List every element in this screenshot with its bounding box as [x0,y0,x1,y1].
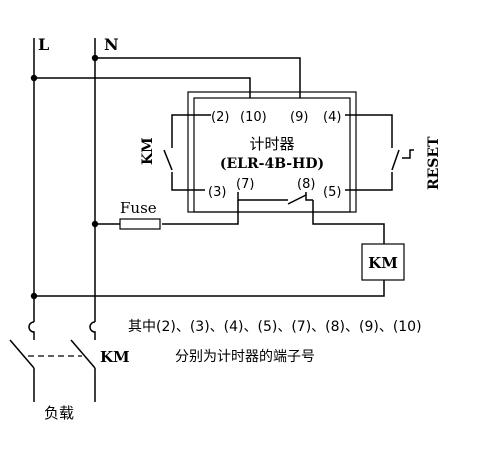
note-line-1: 其中(2)、(3)、(4)、(5)、(7)、(8)、(9)、(10) [128,319,422,335]
terminal-2: (2) [211,110,229,125]
timer-model: (ELR-4B-HD) [220,156,324,172]
note-line-2: 分别为计时器的端子号 [175,349,315,365]
terminal-10: (10) [240,110,267,125]
terminal-8: (8) [297,177,315,192]
km-coil [361,243,405,281]
wire-t4-reset [345,114,393,148]
wire-t8-coil [312,200,385,244]
reset-label: RESET [426,136,442,190]
junction-l-coil [30,292,38,300]
km-main-contact-l [9,339,35,369]
reset-contact [391,149,400,171]
km-coil-label: KM [368,254,398,272]
km-main-contact-n [70,339,96,369]
timer-inner-box [193,97,351,213]
n-main-terminal [89,321,96,340]
km-contact-label: KM [140,137,156,165]
reset-button-head [402,149,414,159]
l-main-terminal [28,321,35,340]
wire-l-to-t10 [34,77,251,98]
wire-n-to-t9 [95,57,301,98]
line-l-label: L [38,35,49,54]
load-label: 负载 [44,404,74,422]
wire-t7-fuse [162,200,239,225]
wire-reset-t5 [345,172,393,191]
wire-km-t3 [171,172,205,191]
junction-n-top [91,54,99,62]
t7-t8-contact [287,194,307,205]
junction-n-fuse [91,220,99,228]
junction-l-top [30,74,38,82]
terminal-4: (4) [323,110,341,125]
km-main-label: KM [100,348,130,366]
timer-title: 计时器 [249,135,294,153]
terminal-5: (5) [323,185,341,200]
terminal-9: (9) [290,110,308,125]
km-aux-contact [163,149,173,171]
t7-internal [237,192,288,201]
t8-internal [305,192,313,201]
terminal-7: (7) [236,177,254,192]
wire-t2-km [171,114,211,148]
fuse-label: Fuse [120,199,157,217]
line-n-label: N [104,35,119,54]
wire-coil-l [34,280,385,297]
fuse [119,218,161,230]
terminal-3: (3) [208,185,226,200]
